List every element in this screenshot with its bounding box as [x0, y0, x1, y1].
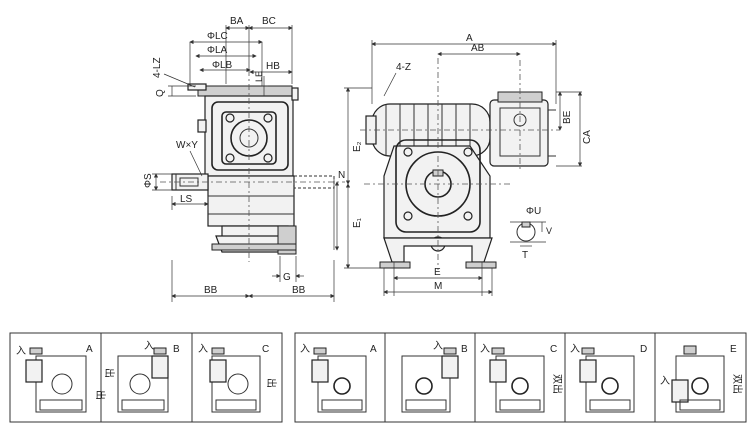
dim-v: V [546, 226, 552, 236]
dim-ba: BA [230, 16, 244, 27]
assembly-single-c: C 入 出 [198, 344, 278, 413]
dim-ab: AB [471, 43, 485, 54]
dim-lb: ΦLB [212, 60, 233, 71]
assembly-single-c-in: 入 [198, 344, 208, 355]
dim-bc: BC [262, 16, 276, 27]
assembly-double-d-letter: D [640, 344, 647, 355]
motor-flange [197, 85, 293, 97]
assembly-single-a-out: 出 [94, 390, 107, 400]
assembly-single-c-out: 出 [265, 378, 278, 388]
dim-e2: E₂ [352, 141, 363, 152]
dim-g: G [283, 272, 291, 283]
assembly-double-c-out: 双出 [551, 374, 564, 394]
assembly-single-b-out: 出 [103, 368, 116, 378]
assembly-double-d: D 入 [570, 344, 647, 413]
front-view: A AB 4-Z BE CA E₂ E₁ ΦU V T [344, 33, 593, 296]
assembly-double-e-letter: E [730, 344, 737, 355]
dim-bb-right: BB [292, 285, 306, 296]
assembly-double-b: B 入 [401, 341, 468, 413]
assembly-double-b-letter: B [461, 344, 468, 355]
dim-lc: ΦLC [207, 31, 228, 42]
assembly-single-a-letter: A [86, 344, 93, 355]
assembly-double-a-in: 入 [300, 344, 310, 355]
assembly-double-e-out: 双出 [731, 374, 744, 394]
assembly-double-c-letter: C [550, 344, 557, 355]
dim-e1: E₁ [352, 217, 363, 228]
assembly-double-a: A 入 [300, 344, 377, 413]
dim-hb: HB [266, 61, 280, 72]
dim-q: Q [155, 89, 166, 97]
dim-a: A [466, 33, 473, 44]
dim-4-z: 4-Z [396, 62, 411, 73]
assembly-double-c: C 入 双出 [480, 344, 564, 413]
side-view: BA BC ΦLC ΦLA ΦLB HB 4-LZ Q LE W×Y [143, 16, 345, 302]
dim-la: ΦLA [207, 45, 228, 56]
assembly-single-b-in: 入 [144, 341, 154, 352]
gear-case [383, 145, 491, 239]
assembly-double-c-in: 入 [480, 344, 490, 355]
dim-bb-left: BB [204, 285, 218, 296]
dim-be: BE [562, 110, 573, 124]
assembly-double-e: E 入 双出 [660, 344, 744, 413]
dim-t: T [522, 250, 528, 261]
assembly-table-double: A 入 B 入 C 入 双出 [294, 332, 747, 423]
assembly-table-single: A 入 出 B 入 出 C 入 出 [9, 332, 283, 423]
assembly-double-d-in: 入 [570, 344, 580, 355]
assembly-double-e-in: 入 [660, 376, 670, 387]
dim-n: N [338, 170, 345, 181]
dim-le: LE [254, 71, 264, 82]
assembly-double-a-letter: A [370, 344, 377, 355]
assembly-single-b: B 入 出 [103, 341, 180, 413]
dim-4-lz: 4-LZ [152, 57, 163, 78]
assembly-single-a: A 入 出 [16, 344, 107, 413]
dim-s: ΦS [143, 173, 154, 188]
base-foot [211, 243, 297, 251]
dim-ca: CA [582, 130, 593, 144]
assembly-single-a-in: 入 [16, 346, 26, 357]
assembly-double-b-in: 入 [433, 341, 443, 352]
gear-housing-bottom [207, 175, 295, 227]
dim-e: E [434, 267, 441, 278]
dim-ls: LS [180, 194, 193, 205]
dim-m: M [434, 281, 442, 292]
assembly-single-b-letter: B [173, 344, 180, 355]
dim-wxy: W×Y [176, 140, 198, 151]
dim-u: ΦU [526, 206, 541, 217]
assembly-single-c-letter: C [262, 344, 269, 355]
